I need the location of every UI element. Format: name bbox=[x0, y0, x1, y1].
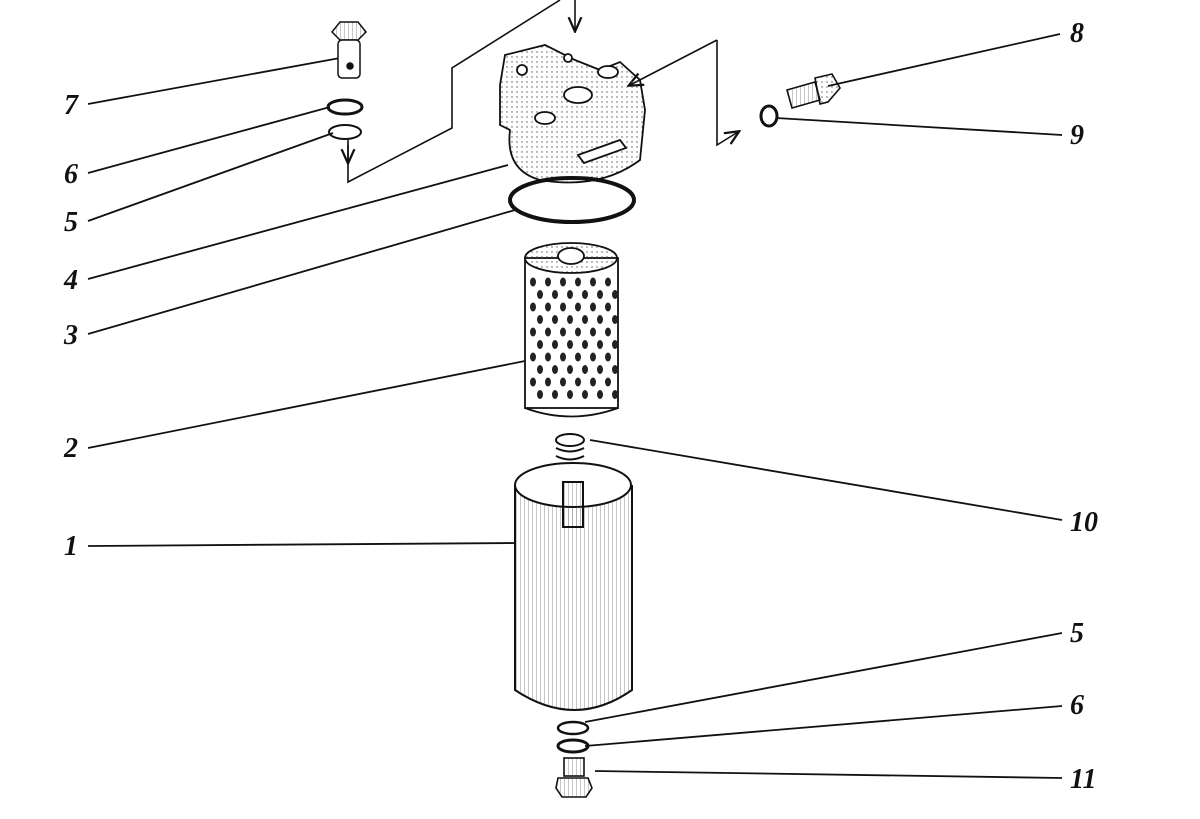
perforation-hole bbox=[567, 365, 573, 374]
perforation-hole bbox=[560, 302, 566, 312]
perforation-hole bbox=[545, 277, 551, 287]
perforation-hole bbox=[575, 377, 581, 387]
perforation-hole bbox=[605, 277, 611, 287]
perforation-hole bbox=[612, 315, 618, 324]
leader-lines bbox=[87, 33, 1063, 779]
perforation-hole bbox=[545, 377, 551, 387]
perforation-hole bbox=[537, 315, 543, 324]
perforation-hole bbox=[567, 315, 573, 324]
perforation-hole bbox=[552, 340, 558, 349]
label-10: 10 bbox=[1070, 507, 1098, 538]
part-3-seal-ring bbox=[508, 176, 636, 224]
flow-line-outlet bbox=[716, 40, 738, 147]
label-2: 2 bbox=[64, 433, 78, 464]
perforation-hole bbox=[545, 352, 551, 362]
perforation-hole bbox=[537, 365, 543, 374]
label-5-right: 5 bbox=[1070, 618, 1084, 649]
perforation-hole bbox=[612, 390, 618, 399]
perforation-hole bbox=[605, 302, 611, 312]
perforation-hole bbox=[590, 377, 596, 387]
part-5-washer-bottom bbox=[556, 720, 590, 736]
part-2-filter-element bbox=[524, 242, 619, 418]
flow-line-return bbox=[347, 0, 561, 184]
perforation-hole bbox=[605, 352, 611, 362]
label-6: 6 bbox=[64, 159, 78, 190]
label-8: 8 bbox=[1070, 18, 1084, 49]
perforation-hole bbox=[530, 327, 536, 337]
part-7-banjo-bolt bbox=[330, 21, 368, 79]
perforation-hole bbox=[590, 277, 596, 287]
perforation-hole bbox=[560, 377, 566, 387]
perforation-hole bbox=[590, 327, 596, 337]
perforation-hole bbox=[560, 352, 566, 362]
perforation-hole bbox=[597, 290, 603, 299]
part-9-washer bbox=[759, 104, 779, 128]
perforation-hole bbox=[597, 340, 603, 349]
perforation-hole bbox=[597, 390, 603, 399]
perforation-hole bbox=[590, 352, 596, 362]
part-11-drain-plug bbox=[555, 757, 593, 798]
part-5-washer bbox=[328, 124, 362, 140]
part-6-washer-bottom bbox=[556, 738, 590, 754]
perforation-hole bbox=[605, 327, 611, 337]
perforation-hole bbox=[575, 302, 581, 312]
perforation-hole bbox=[560, 277, 566, 287]
perforation-hole bbox=[545, 302, 551, 312]
perforation-hole bbox=[545, 327, 551, 337]
perforation-hole bbox=[567, 290, 573, 299]
part-8-bolt bbox=[786, 73, 841, 109]
perforation-hole bbox=[567, 340, 573, 349]
perforation-hole bbox=[597, 315, 603, 324]
perforation-hole bbox=[530, 352, 536, 362]
perforation-hole bbox=[537, 290, 543, 299]
perforation-hole bbox=[575, 327, 581, 337]
label-11: 11 bbox=[1070, 764, 1097, 795]
part-10-spring bbox=[555, 433, 585, 477]
perforation-hole bbox=[612, 290, 618, 299]
perforation-hole bbox=[582, 340, 588, 349]
label-5: 5 bbox=[64, 207, 78, 238]
perforation-hole bbox=[552, 390, 558, 399]
perforation-hole bbox=[537, 390, 543, 399]
perforation-hole bbox=[552, 315, 558, 324]
perforation-hole bbox=[530, 302, 536, 312]
perforation-hole bbox=[582, 365, 588, 374]
label-7: 7 bbox=[64, 90, 78, 121]
perforation-hole bbox=[575, 277, 581, 287]
perforation-hole bbox=[560, 327, 566, 337]
perforation-hole bbox=[597, 365, 603, 374]
label-3: 3 bbox=[64, 320, 78, 351]
part-6-washer bbox=[326, 98, 364, 116]
perforation-hole bbox=[552, 365, 558, 374]
part-4-filter-head bbox=[499, 44, 646, 184]
perforation-hole bbox=[530, 277, 536, 287]
perforation-hole bbox=[612, 365, 618, 374]
perforation-hole bbox=[612, 340, 618, 349]
perforation-hole bbox=[552, 290, 558, 299]
perforation-hole bbox=[567, 390, 573, 399]
perforation-hole bbox=[582, 390, 588, 399]
perforation-hole bbox=[537, 340, 543, 349]
label-1: 1 bbox=[64, 531, 78, 562]
label-6-right: 6 bbox=[1070, 690, 1084, 721]
perforation-hole bbox=[605, 377, 611, 387]
perforation-hole bbox=[530, 377, 536, 387]
perforation-hole bbox=[590, 302, 596, 312]
label-9: 9 bbox=[1070, 120, 1084, 151]
perforation-hole bbox=[575, 352, 581, 362]
perforation-hole bbox=[582, 315, 588, 324]
perforation-hole bbox=[582, 290, 588, 299]
part-1-filter-bowl bbox=[514, 462, 633, 711]
label-4: 4 bbox=[64, 265, 78, 296]
